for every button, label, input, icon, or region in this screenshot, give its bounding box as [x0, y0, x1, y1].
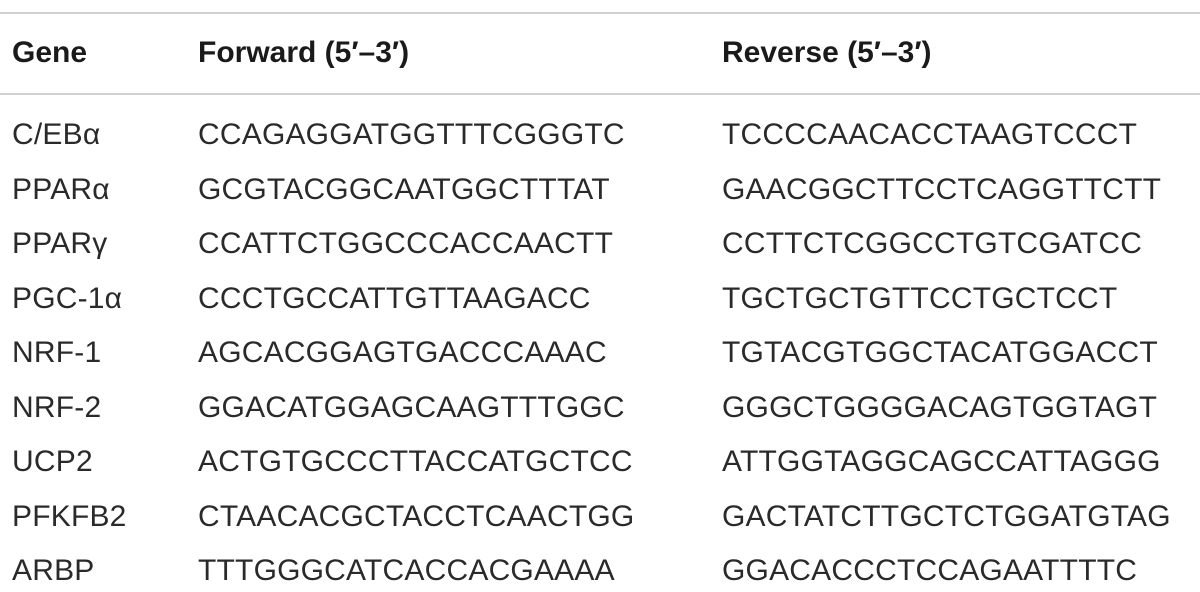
forward-primer-cell: GCGTACGGCAATGGCTTTAT: [198, 172, 610, 206]
gene-cell: NRF-1: [12, 336, 102, 369]
reverse-primer-cell: GACTATCTTGCTCTGGATGTAG: [722, 499, 1171, 533]
reverse-primer-cell: GGGCTGGGGACAGTGGTAGT: [722, 390, 1158, 424]
forward-primer-cell: CCAGAGGATGGTTTCGGGTC: [198, 118, 625, 151]
header-forward: Forward (5′–3′): [198, 36, 410, 69]
reverse-primer-cell: TCCCCAACACCTAAGTCCCT: [722, 118, 1138, 151]
gene-cell: PGC-1α: [12, 281, 123, 315]
forward-primer-cell: ACTGTGCCCTTACCATGCTCC: [198, 445, 633, 478]
reverse-primer-cell: TGTACGTGGCTACATGGACCT: [722, 336, 1158, 369]
forward-primer-cell: CTAACACGCTACCTCAACTGG: [198, 499, 635, 533]
gene-cell: C/EBα: [12, 118, 101, 151]
forward-primer-cell: CCCTGCCATTGTTAAGACC: [198, 281, 591, 315]
gene-cell: PPARγ: [12, 227, 108, 260]
forward-primer-cell: TTTGGGCATCACCACGAAAA: [198, 554, 615, 587]
reverse-primer-cell: GGACACCCTCCAGAATTTTC: [722, 554, 1138, 587]
header-gene: Gene: [12, 36, 88, 69]
gene-cell: UCP2: [12, 445, 93, 478]
reverse-primer-cell: GAACGGCTTCCTCAGGTTCTT: [722, 172, 1162, 206]
reverse-primer-cell: ATTGGTAGGCAGCCATTAGGG: [722, 445, 1161, 478]
forward-primer-cell: GGACATGGAGCAAGTTTGGC: [198, 390, 625, 424]
header-divider-rule: [0, 93, 1200, 95]
table-top-rule: [0, 12, 1200, 14]
forward-primer-cell: AGCACGGAGTGACCCAAAC: [198, 336, 607, 369]
gene-cell: PFKFB2: [12, 499, 127, 533]
header-reverse: Reverse (5′–3′): [722, 36, 932, 69]
gene-cell: NRF-2: [12, 390, 102, 424]
forward-primer-cell: CCATTCTGGCCCACCAACTT: [198, 227, 614, 260]
reverse-primer-cell: TGCTGCTGTTCCTGCTCCT: [722, 281, 1118, 315]
gene-cell: PPARα: [12, 172, 110, 206]
gene-cell: ARBP: [12, 554, 95, 587]
reverse-primer-cell: CCTTCTCGGCCTGTCGATCC: [722, 227, 1143, 260]
